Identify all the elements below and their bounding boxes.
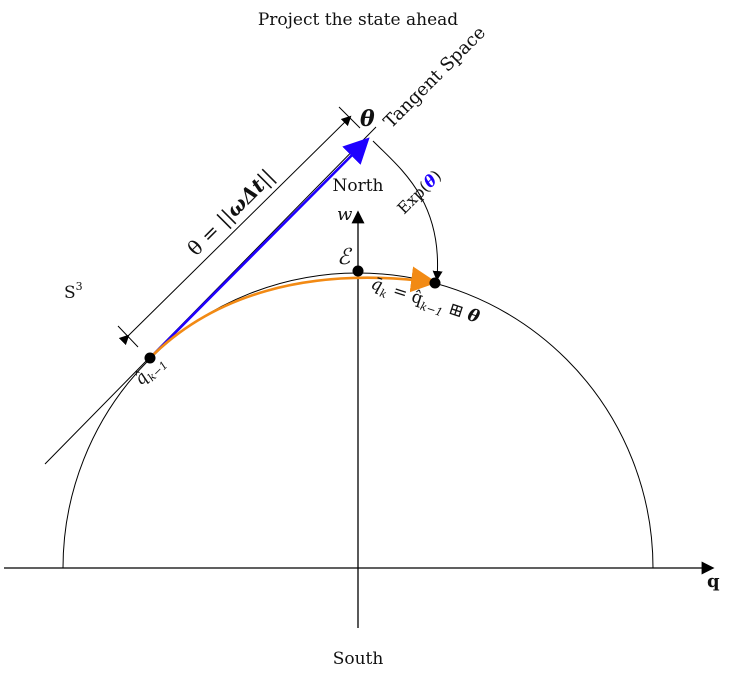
- north-label: North: [332, 176, 383, 196]
- tangent-space-label: Tangent Space: [380, 22, 490, 132]
- geodesic-arrow: [149, 266, 438, 359]
- w-axis-label: w: [337, 204, 353, 225]
- q-axis-label: q: [707, 571, 720, 592]
- epsilon-point: [352, 265, 364, 277]
- theta-dimension-tick-left: [117, 325, 139, 348]
- epsilon-label: ℰ: [337, 245, 353, 270]
- theta-symbol: θ: [360, 106, 375, 132]
- south-label: South: [333, 649, 384, 669]
- title-text: Project the state ahead: [258, 10, 458, 30]
- qhat-point: [144, 352, 156, 364]
- theta-dimension-tick-right: [338, 106, 361, 129]
- theta-dimension-line: [118, 115, 352, 346]
- sphere-label: S3: [64, 280, 83, 303]
- qbar-point: [429, 277, 441, 289]
- tangent-vector-arrow: [149, 137, 370, 359]
- theta-equation: θ = ||ωΔt||: [183, 164, 280, 261]
- exp-label: Exp(θ): [393, 166, 445, 218]
- exp-map-arrow: [372, 140, 443, 281]
